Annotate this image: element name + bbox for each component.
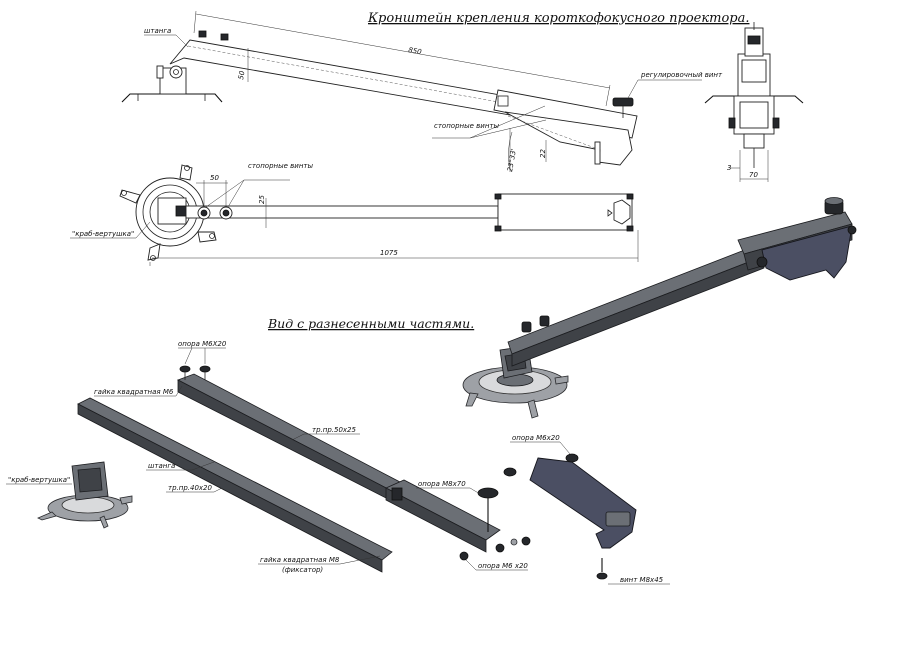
top-lug-left: [119, 189, 141, 204]
exploded-label-support-m6x20-c: опора M6 х20: [478, 562, 528, 570]
side-dim-offset: 22: [539, 149, 547, 158]
exploded-screw-m6x20-b: [199, 365, 211, 373]
top-outer-tube: [497, 193, 633, 231]
side-screw-top-2: [220, 33, 229, 41]
exploded-label-support-m8x70: опора M8x70: [418, 480, 466, 488]
exploded-knob-m8x70: [477, 487, 499, 499]
assembled-3d-view: [462, 197, 857, 419]
top-adjust-knob: [613, 199, 631, 225]
side-pivot: [169, 65, 183, 79]
top-view: 50 25 1075 стопорные винты "краб-вертушк…: [70, 162, 639, 266]
exploded-label-support-m6x20: опора M6X20: [178, 340, 227, 348]
exploded-bracket-plate: [529, 457, 637, 549]
top-label-crab: "краб-вертушка": [72, 230, 134, 238]
end-dim-small: 3: [727, 164, 731, 172]
drawing-title: Кронштейн крепления короткофокусного про…: [367, 11, 749, 26]
exploded-label-screw-m8x45: винт M8х45: [620, 576, 664, 584]
side-label-adjust-screw: регулировочный винт: [640, 71, 723, 79]
top-lug-bottom: [147, 243, 161, 261]
exploded-tube-40x20: [77, 397, 393, 561]
3d-rod: [507, 243, 765, 355]
exploded-label-support-m6x20-b: опора M6х20: [512, 434, 560, 442]
side-label-lock-screws: стопорные винты: [434, 122, 499, 130]
exploded-view: опора M6X20 гайка квадратная M6 тр.пр.50…: [6, 340, 670, 585]
exploded-label-square-nut-m6: гайка квадратная M6: [94, 388, 174, 396]
exploded-screw-m8x45: [596, 572, 608, 580]
end-view: 3 70: [704, 22, 804, 182]
side-label-rod: штанга: [144, 27, 171, 35]
side-screw-top-1: [198, 30, 207, 38]
top-label-lock-screws: стопорные винты: [248, 162, 313, 170]
exploded-label-rod: штанга: [148, 462, 175, 470]
top-lug-top: [179, 164, 193, 181]
top-dim-spacing: 50: [210, 174, 219, 182]
side-dim-height: 50: [237, 70, 247, 81]
exploded-label-tube-50x25: тр.пр.50х25: [312, 426, 356, 434]
exploded-label-fixator: (фиксатор): [282, 566, 323, 574]
exploded-screw-m6x20-d: [503, 467, 517, 477]
exploded-label-crab: "краб-вертушка": [8, 476, 70, 484]
top-rod: [185, 205, 499, 219]
side-dim-angle: 23°33': [506, 148, 518, 172]
top-dim-width: 25: [258, 195, 266, 204]
side-dim-length: 850: [408, 46, 423, 56]
exploded-label-tube-40x20: тр.пр.40х20: [168, 484, 212, 492]
exploded-label-square-nut-m8: гайка квадратная M8: [260, 556, 340, 564]
exploded-screw-m6x20-a: [179, 365, 191, 373]
side-view: 850 50 23°33' 22 штанга регулировочный в…: [121, 10, 723, 172]
side-adjust-knob: [612, 97, 634, 107]
top-lug-right: [197, 231, 217, 243]
top-dim-total: 1075: [380, 249, 398, 257]
exploded-title: Вид с разнесенными частями.: [267, 316, 474, 331]
exploded-screw-m6x20-e: [565, 453, 579, 463]
exploded-screw-m6x20-c: [459, 551, 469, 561]
end-dim-width: 70: [749, 171, 758, 179]
side-base-plate: [121, 93, 223, 103]
